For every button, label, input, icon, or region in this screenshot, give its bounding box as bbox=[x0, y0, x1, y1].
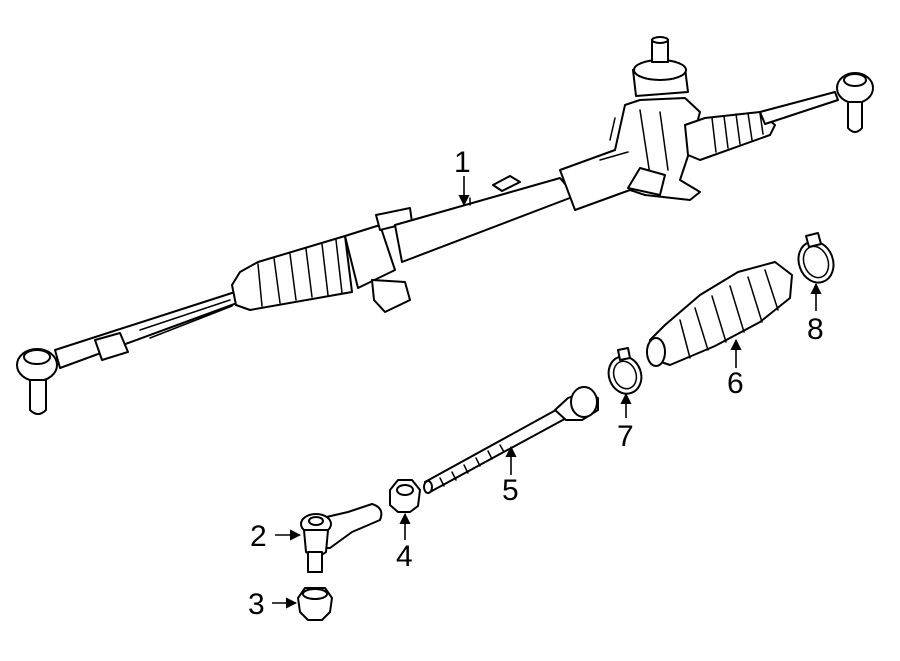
callout-2: 2 bbox=[250, 520, 267, 553]
callout-4: 4 bbox=[396, 540, 413, 573]
callout-3: 3 bbox=[248, 588, 265, 621]
inner-tie-rod[interactable] bbox=[423, 386, 599, 494]
callout-leaders bbox=[272, 176, 822, 609]
callout-5: 5 bbox=[502, 474, 519, 507]
rack-boot[interactable] bbox=[646, 261, 793, 367]
callout-8: 8 bbox=[807, 313, 824, 346]
steering-gear-assembly[interactable] bbox=[16, 36, 874, 415]
callout-1: 1 bbox=[454, 146, 471, 179]
outer-tie-rod-end[interactable] bbox=[300, 503, 383, 573]
callout-7: 7 bbox=[617, 420, 634, 453]
boot-clamp-large[interactable] bbox=[793, 232, 839, 288]
jam-nut[interactable] bbox=[389, 479, 421, 513]
callout-6: 6 bbox=[727, 367, 744, 400]
tie-rod-end-nut[interactable] bbox=[297, 587, 333, 621]
boot-clamp-small[interactable] bbox=[603, 347, 646, 398]
